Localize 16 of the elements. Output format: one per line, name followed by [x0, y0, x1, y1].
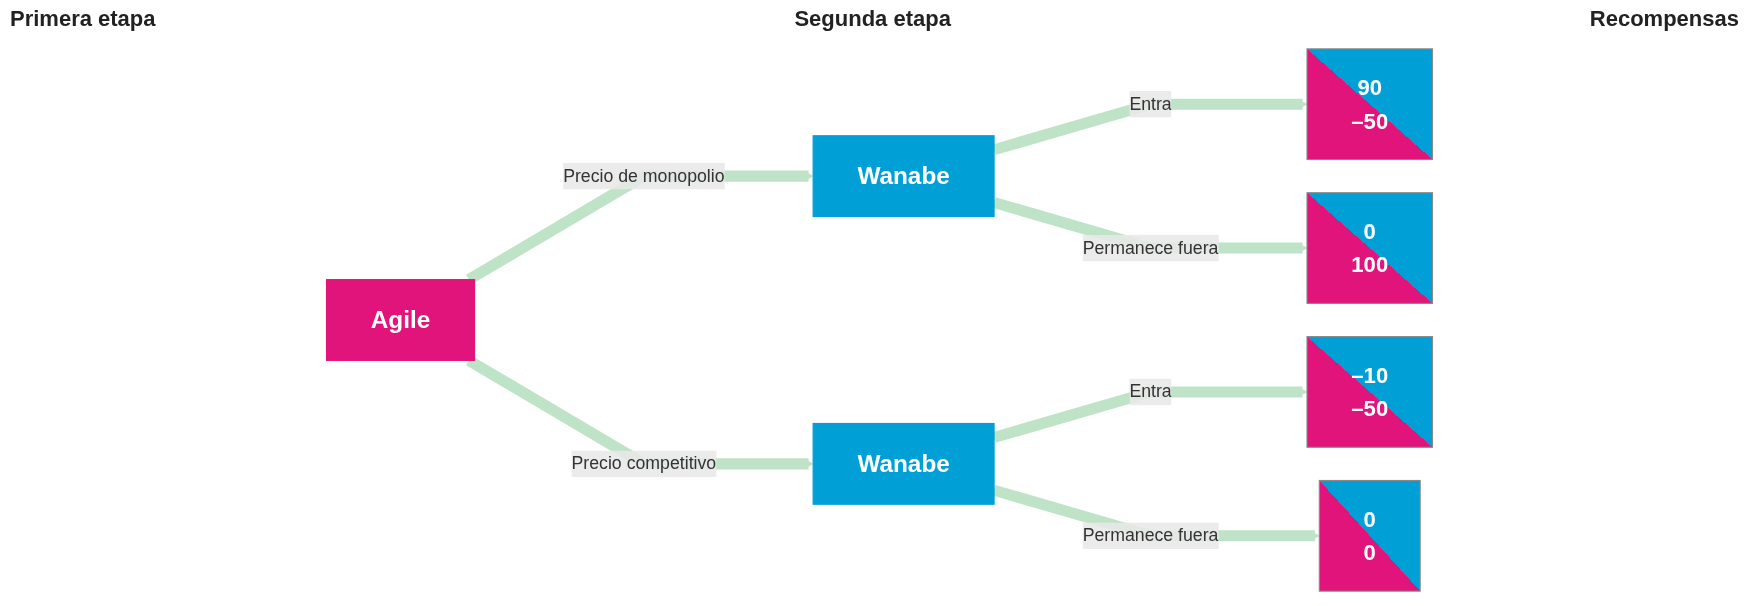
node-box: 90 –50 — [1306, 48, 1434, 161]
edge-label: Permanece fuera — [1082, 238, 1219, 257]
node-box: Agile — [325, 279, 476, 361]
node-box: Wanabe — [812, 422, 995, 505]
stage-heading: Primera etapa — [10, 6, 156, 33]
edge-label: Precio de monopolio — [563, 166, 725, 185]
stage-heading: Segunda etapa — [794, 6, 951, 33]
edge-label: Entra — [1129, 381, 1172, 401]
node-box: 0 100 — [1306, 192, 1434, 304]
edge-label: Permanece fuera — [1082, 525, 1219, 545]
stage-heading: Recompensas — [1589, 6, 1739, 33]
edge-label: Precio competitivo — [571, 453, 717, 473]
node-box: Wanabe — [812, 135, 995, 218]
node-box: –10 –50 — [1306, 336, 1434, 448]
edge-label: Entra — [1129, 94, 1172, 114]
node-box: 0 0 — [1318, 479, 1421, 592]
